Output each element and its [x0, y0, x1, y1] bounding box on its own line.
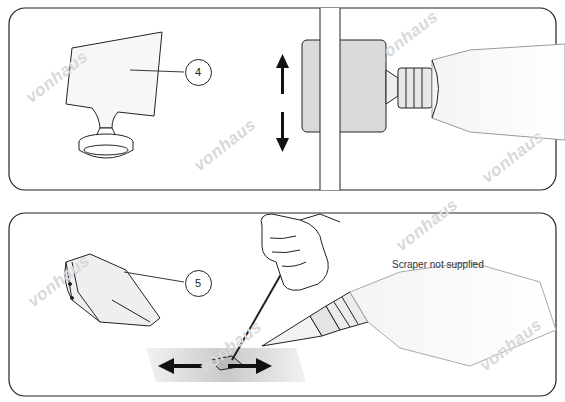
panel-frame — [9, 213, 556, 396]
move-arrows — [276, 54, 289, 152]
callout-number: 4 — [195, 67, 201, 78]
callout-number: 5 — [195, 278, 201, 289]
leader-line — [124, 272, 184, 282]
watermark: vonhaus — [24, 251, 94, 312]
watermark: vonhaus — [190, 115, 260, 176]
callout-circle: 4 — [185, 59, 212, 86]
callout-circle: 5 — [185, 270, 212, 297]
watermark: vonhaus — [372, 7, 442, 68]
watermark: vonhaus — [392, 195, 462, 256]
note-text: Scraper not supplied — [392, 259, 484, 270]
watermark: vonhaus — [476, 315, 546, 376]
watermark: vonhaus — [478, 127, 548, 188]
watermark: vonhaus — [22, 47, 92, 108]
leader-line — [130, 70, 184, 72]
heat-gun-on-pipe — [302, 8, 565, 190]
watermark: vonhaus — [196, 317, 266, 378]
